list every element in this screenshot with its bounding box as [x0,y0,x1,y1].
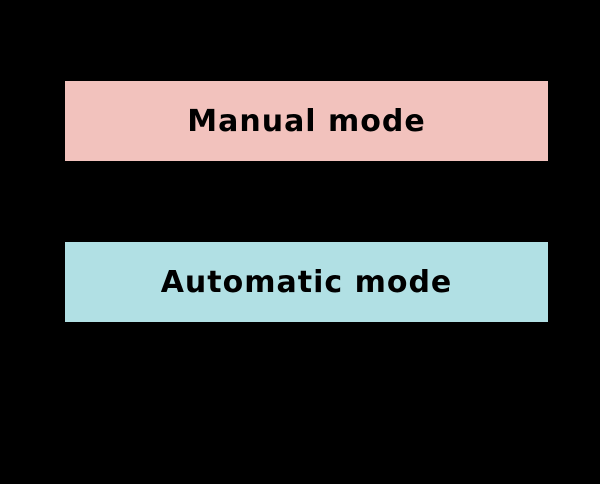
automatic-mode-label: Automatic mode [160,264,453,300]
manual-mode-label: Manual mode [187,103,426,139]
manual-mode-button[interactable]: Manual mode [65,81,548,161]
automatic-mode-button[interactable]: Automatic mode [65,242,548,322]
